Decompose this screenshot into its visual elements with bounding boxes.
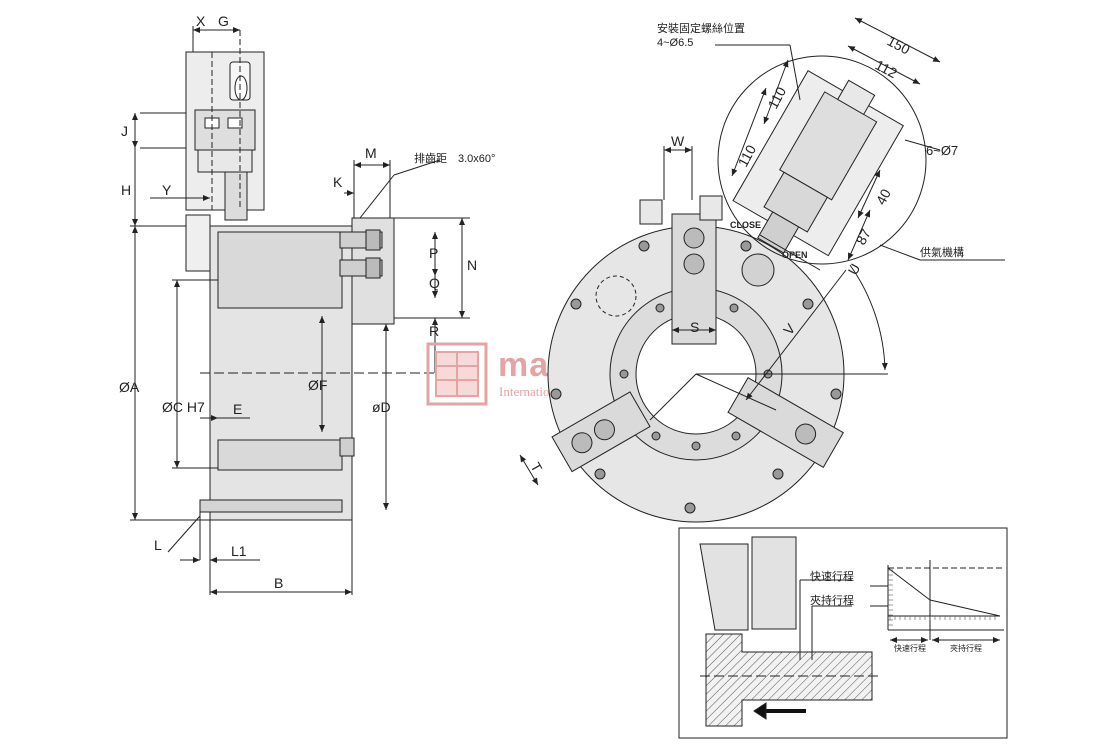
dim-n: N xyxy=(467,257,477,273)
stroke-graph-ticks xyxy=(888,569,996,626)
stroke-diagram xyxy=(678,527,1008,739)
dim-110-a: 110 xyxy=(765,84,790,111)
dim-g: G xyxy=(218,13,229,29)
dim-p: P xyxy=(429,245,438,261)
label-close: CLOSE xyxy=(730,220,761,230)
dim-40: 40 xyxy=(873,186,895,207)
jaw-left xyxy=(551,391,651,473)
chamfer-label: 排齒距 xyxy=(414,151,447,165)
mount-spec: 4~Ø6.5 xyxy=(657,37,693,49)
dim-q: Q xyxy=(429,275,440,291)
clamp-stroke-label: 夾持行程 xyxy=(810,593,854,607)
jaw-right xyxy=(727,376,844,469)
dim-y: Y xyxy=(162,182,172,198)
dim-t: T xyxy=(527,460,545,476)
dim-h: H xyxy=(121,182,131,198)
dim-phi-d: øD xyxy=(372,399,391,415)
chamfer-value: 3.0x60° xyxy=(458,153,495,165)
dim-87: 87 xyxy=(853,226,875,247)
dim-phi-c: ØC H7 xyxy=(162,399,205,415)
stroke-diagram-labels: 快速行程 夾持行程 快速行程 夾持行程 xyxy=(810,570,982,653)
dim-b: B xyxy=(274,575,283,591)
dim-150: 150 xyxy=(885,33,913,58)
workpiece-section xyxy=(705,633,873,727)
dim-k: K xyxy=(333,174,343,190)
dim-m: M xyxy=(365,145,377,161)
dim-l1: L1 xyxy=(231,543,247,559)
dim-r: R xyxy=(429,323,439,339)
dim-phi-f: ØF xyxy=(308,377,327,393)
front-view xyxy=(519,17,1005,523)
dim-phi-a: ØA xyxy=(119,379,140,395)
axis-fast-label: 快速行程 xyxy=(894,643,926,653)
label-open: OPEN xyxy=(782,250,808,260)
fast-stroke-label: 快速行程 xyxy=(810,570,854,583)
dim-e: E xyxy=(233,401,242,417)
dim-s: S xyxy=(690,319,699,335)
dim-l: L xyxy=(154,537,162,553)
mount-title: 安裝固定螺絲位置 xyxy=(657,21,745,35)
watermark-logo-icon xyxy=(426,342,488,406)
dim-u: U xyxy=(845,261,864,277)
dim-112: 112 xyxy=(873,57,900,82)
dim-holes: 6~Ø7 xyxy=(926,143,958,158)
side-view xyxy=(130,26,470,595)
dim-w: W xyxy=(671,133,685,149)
air-supply-label: 供氣機構 xyxy=(920,245,964,259)
axis-clamp-label: 夾持行程 xyxy=(950,643,982,653)
dim-j: J xyxy=(121,123,128,139)
side-view-labels: X G J H Y K M 排齒距 3.0x60° P Q N R ØA ØC … xyxy=(119,13,495,591)
dim-x: X xyxy=(196,13,206,29)
